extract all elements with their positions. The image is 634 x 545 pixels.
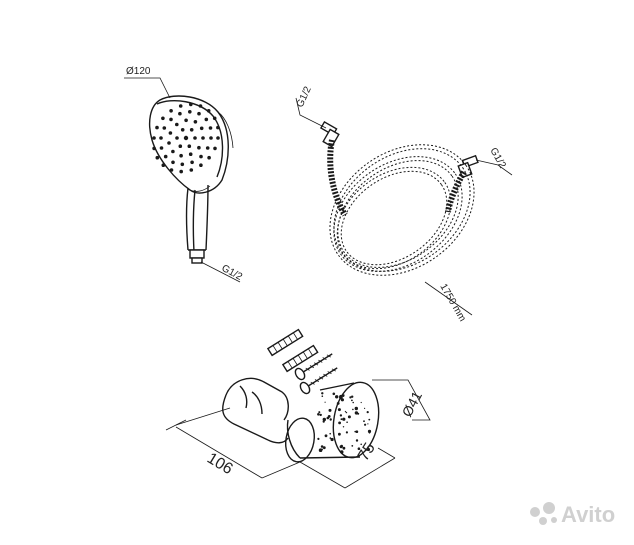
- wall-holder-drawing: 106 75 Ø41: [165, 377, 431, 489]
- head-thread-label: G1/2: [220, 263, 245, 283]
- head-diameter-label: Ø120: [126, 66, 151, 77]
- holder-depth-label: 75: [355, 440, 379, 464]
- hose-thread-right-label: G1/2: [487, 146, 508, 171]
- watermark-text: Avito: [561, 502, 615, 527]
- avito-watermark: Avito: [530, 502, 615, 527]
- avito-logo-icon: [530, 502, 557, 525]
- mounting-kit-drawing: [266, 328, 338, 395]
- shower-hose-drawing: G1/2 G1/2 1750 mm: [295, 85, 513, 324]
- hose-length-label: 1750 mm: [437, 282, 467, 324]
- hand-shower-drawing: Ø120 G1/2: [124, 66, 244, 283]
- hose-thread-left-label: G1/2: [295, 85, 314, 110]
- holder-width-label: 106: [204, 450, 236, 478]
